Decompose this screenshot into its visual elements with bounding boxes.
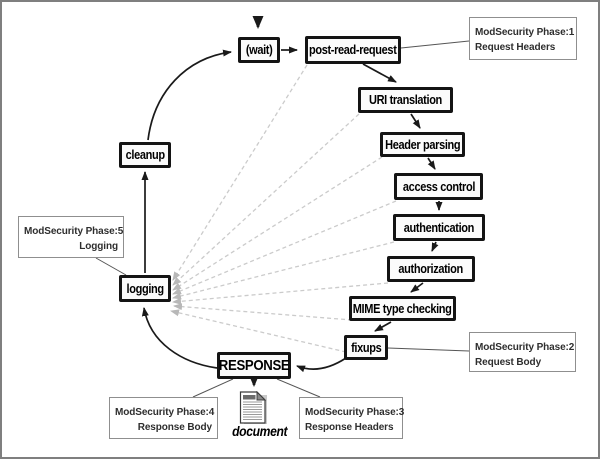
flow-node-mime-type-checking-label: MIME type checking: [353, 301, 452, 316]
flow-node-authentication: authentication: [393, 214, 485, 241]
flow-node-uri-translation-label: URI translation: [369, 93, 442, 107]
flow-node-logging: logging: [119, 275, 171, 302]
flow-node-fixups: fixups: [344, 335, 388, 360]
flow-node-cleanup: cleanup: [119, 142, 171, 168]
flow-node-mime-type-checking: MIME type checking: [349, 296, 456, 321]
callout-phase5-line1: ModSecurity Phase:5: [24, 226, 124, 237]
flow-node-authorization: authorization: [387, 256, 475, 282]
flow-node-cleanup-label: cleanup: [125, 148, 165, 162]
flow-node-access-control-label: access control: [402, 179, 475, 194]
callout-modsecurity-phase3: ModSecurity Phase:3 Response Headers: [299, 397, 405, 439]
flow-node-access-control: access control: [394, 173, 483, 200]
flow-node-authentication-label: authentication: [403, 220, 475, 235]
callout-phase2-line2: Request Body: [475, 357, 542, 368]
flow-node-uri-translation: URI translation: [358, 87, 453, 113]
flow-node-logging-label: logging: [126, 281, 164, 296]
flow-node-header-parsing: Header parsing: [380, 132, 465, 157]
document-label: document: [232, 424, 288, 439]
callout-phase5-line2: Logging: [79, 241, 118, 252]
flow-node-authorization-label: authorization: [398, 262, 464, 276]
callout-modsecurity-phase1: ModSecurity Phase:1 Request Headers: [469, 17, 577, 60]
flow-node-post-read-request: post-read-request: [305, 36, 401, 64]
callout-modsecurity-phase4: ModSecurity Phase:4 Response Body: [109, 397, 218, 439]
callout-phase3-line2: Response Headers: [305, 422, 394, 433]
callout-phase1-line2: Request Headers: [475, 42, 556, 53]
flow-node-fixups-label: fixups: [350, 340, 382, 355]
flow-node-wait-label: (wait): [245, 43, 273, 57]
flow-node-header-parsing-label: Header parsing: [384, 137, 461, 152]
flow-node-post-read-request-label: post-read-request: [309, 43, 397, 57]
callout-modsecurity-phase2: ModSecurity Phase:2 Request Body: [469, 332, 576, 372]
flow-node-response-label: RESPONSE: [218, 357, 290, 374]
callout-phase4-line2: Response Body: [137, 422, 212, 433]
flow-node-wait: (wait): [238, 37, 280, 63]
callout-modsecurity-phase5: ModSecurity Phase:5 Logging: [18, 216, 124, 258]
callout-phase4-line1: ModSecurity Phase:4: [115, 407, 215, 418]
callout-phase2-line1: ModSecurity Phase:2: [475, 342, 575, 353]
callout-phase3-line1: ModSecurity Phase:3: [305, 407, 405, 418]
flow-node-response: RESPONSE: [217, 352, 291, 379]
callout-phase1-line1: ModSecurity Phase:1: [475, 27, 575, 38]
document-icon: [239, 391, 267, 424]
